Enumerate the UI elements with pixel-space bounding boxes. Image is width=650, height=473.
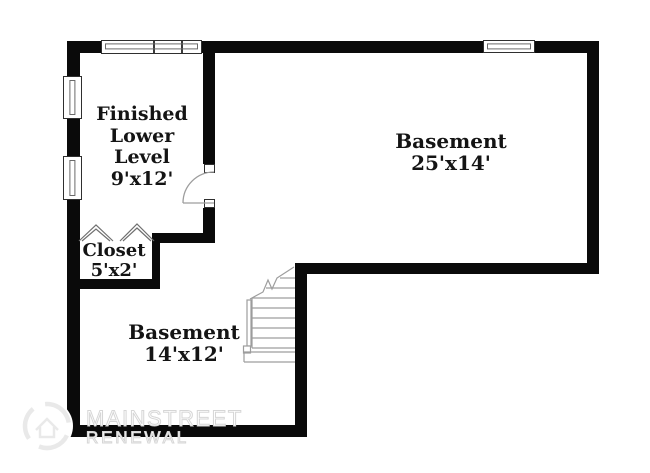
wall-right: [587, 41, 599, 274]
room-name-line: Closet: [82, 240, 146, 261]
wall-bottom: [67, 425, 307, 437]
room-label-finished-lower-level: Finished Lower Level 9'x12': [96, 103, 188, 190]
mainstreet-renewal-logo-icon: [21, 400, 73, 452]
room-dimensions: 14'x12': [144, 342, 224, 366]
wall-interior-upper: [203, 52, 215, 164]
room-dimensions: 5'x2': [90, 260, 138, 281]
room-name-line: Level: [114, 146, 170, 168]
room-name-line: Finished: [96, 103, 188, 125]
room-name-line: Basement: [395, 129, 507, 153]
room-dimensions: 25'x14': [411, 151, 491, 175]
wall-left: [67, 41, 80, 437]
door-swing-icon: [182, 171, 215, 204]
room-label-basement-large: Basement 25'x14': [395, 130, 507, 174]
watermark-brand-bottom: RENEWAL: [85, 428, 190, 448]
room-label-basement-small: Basement 14'x12': [128, 321, 240, 365]
bifold-door-icon: [78, 223, 155, 242]
staircase-icon: [242, 266, 295, 363]
room-label-closet: Closet 5'x2': [82, 241, 145, 281]
room-name-line: Lower: [109, 124, 175, 147]
left-upper-window-icon: [63, 76, 82, 119]
top-right-window-icon: [483, 40, 535, 53]
wall-basement-bottom: [295, 263, 599, 274]
watermark-brand-top: MAINSTREET: [86, 406, 243, 432]
room-name-line: Basement: [128, 320, 240, 344]
house-glyph: [35, 417, 59, 439]
room-dimensions: 9'x12': [110, 167, 174, 190]
wall-closet-right: [152, 233, 160, 289]
wall-fll-bottom: [152, 233, 215, 243]
wall-stairwell: [295, 263, 307, 437]
left-lower-window-icon: [63, 156, 82, 200]
wall-closet-bottom: [67, 279, 160, 289]
top-left-double-window-icon: [101, 40, 202, 54]
